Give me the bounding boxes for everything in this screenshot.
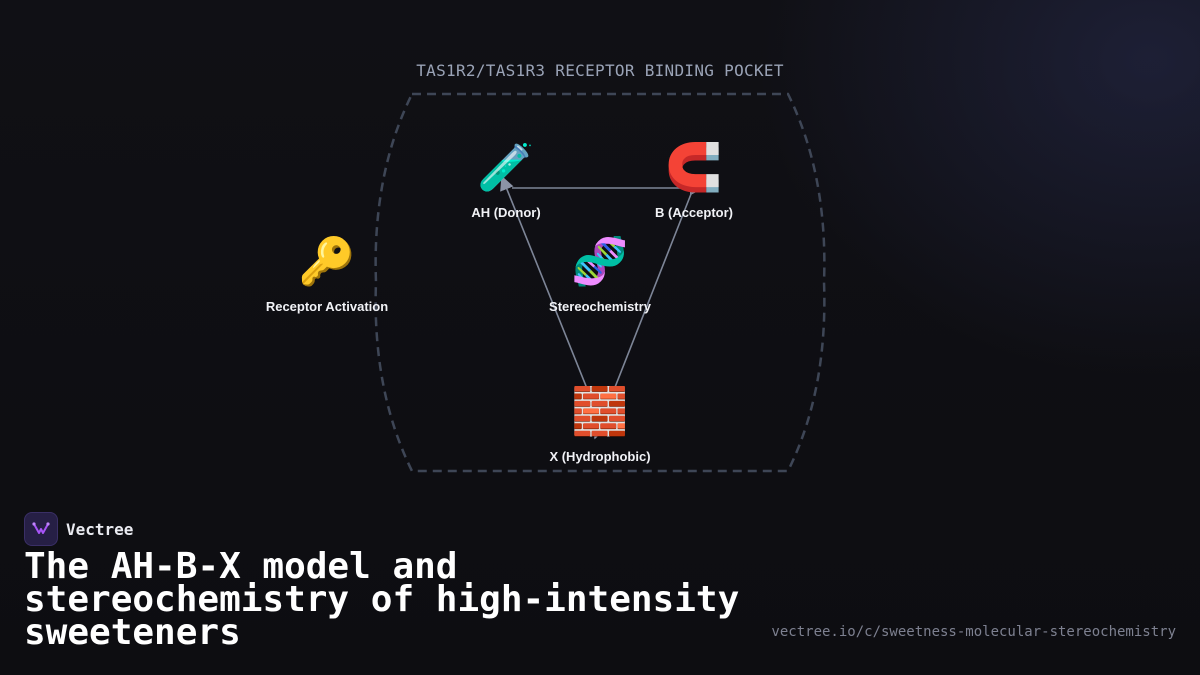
magnet-icon: 🧲: [665, 140, 722, 194]
key-icon: 🔑: [298, 233, 355, 289]
node-b-acceptor[interactable]: 🧲 B (Acceptor): [655, 140, 733, 220]
brand-name: Vectree: [66, 519, 134, 539]
brand[interactable]: Vectree: [24, 512, 133, 546]
vectree-logo-mark: [32, 522, 50, 534]
vectree-logo-icon: [24, 512, 58, 546]
node-ah-donor[interactable]: 🧪 AH (Donor): [471, 140, 540, 220]
node-receptor-activation[interactable]: 🔑 Receptor Activation: [266, 233, 388, 314]
pocket-title: TAS1R2/TAS1R3 RECEPTOR BINDING POCKET: [416, 61, 784, 80]
node-stereochemistry[interactable]: 🧬 Stereochemistry: [549, 233, 652, 314]
node-label-x-hydrophobic: X (Hydrophobic): [549, 449, 650, 464]
node-label-b-acceptor: B (Acceptor): [655, 205, 733, 220]
dna-icon: 🧬: [571, 233, 628, 289]
page-title: The AH-B-X model and stereochemistry of …: [24, 546, 740, 653]
node-label-stereochemistry: Stereochemistry: [549, 299, 652, 314]
edge-b-to-x: [593, 188, 694, 440]
node-label-receptor-activation: Receptor Activation: [266, 299, 388, 314]
brick-icon: 🧱: [571, 384, 628, 438]
source-url[interactable]: vectree.io/c/sweetness-molecular-stereoc…: [771, 624, 1176, 640]
binding-pocket-boundary: [374, 92, 826, 473]
test-tube-icon: 🧪: [477, 140, 534, 194]
edge-x-to-ah: [500, 175, 591, 397]
node-x-hydrophobic[interactable]: 🧱 X (Hydrophobic): [549, 384, 650, 464]
node-label-ah-donor: AH (Donor): [471, 205, 540, 220]
